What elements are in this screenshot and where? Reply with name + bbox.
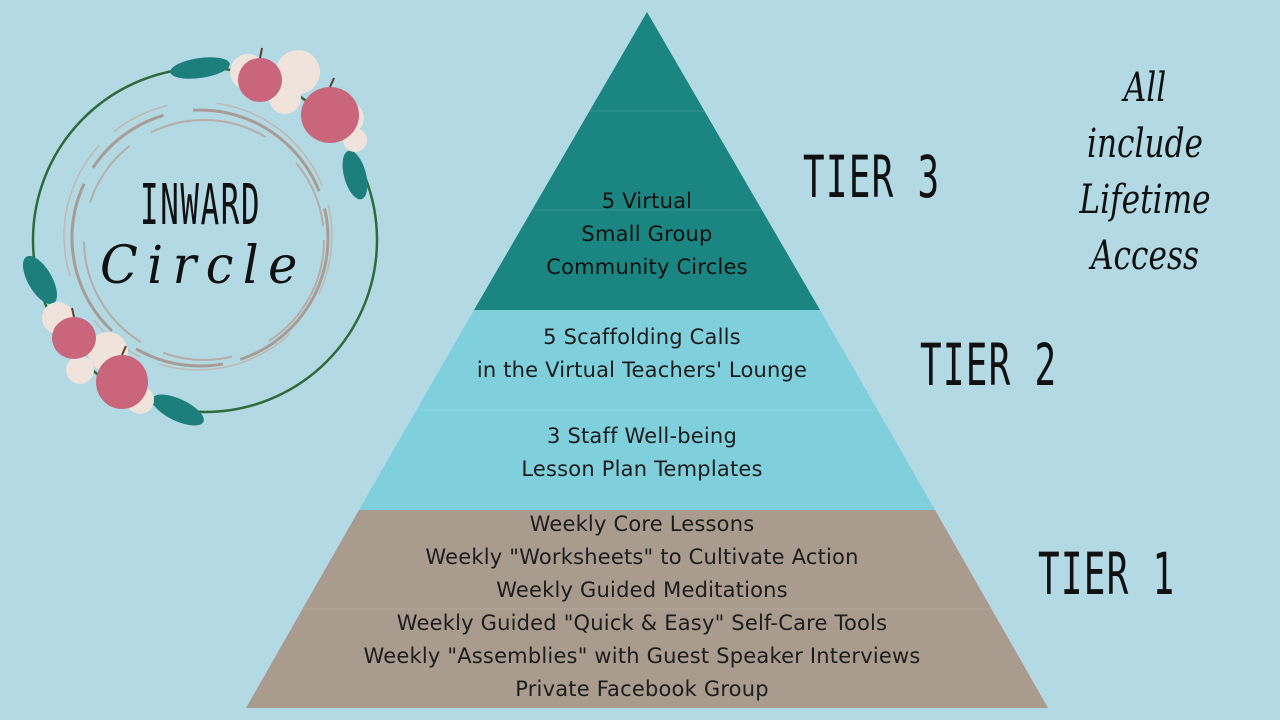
note-line: All include xyxy=(1063,60,1227,172)
tier3-line: Community Circles xyxy=(500,251,794,284)
tier1-label: TIER 1 xyxy=(1038,545,1175,603)
logo-script: Circle xyxy=(100,240,307,292)
tier1-line: Weekly Guided "Quick & Easy" Self-Care T… xyxy=(292,607,992,640)
tier1-line: Private Facebook Group xyxy=(292,673,992,706)
tier1-content: Weekly Core Lessons Weekly "Worksheets" … xyxy=(292,508,992,706)
tier3-label: TIER 3 xyxy=(803,148,940,206)
lifetime-access-note: All include Lifetime Access xyxy=(1063,60,1227,284)
leaf-icon xyxy=(148,388,208,432)
leaf-icon xyxy=(169,54,231,82)
logo-title: INWARD xyxy=(140,178,261,234)
tier1-line: Weekly Core Lessons xyxy=(292,508,992,541)
note-line: Access xyxy=(1063,228,1227,284)
tier2-content-group1: 5 Scaffolding Calls in the Virtual Teach… xyxy=(420,321,864,387)
tier1-line: Weekly "Assemblies" with Guest Speaker I… xyxy=(292,640,992,673)
tier1-line: Weekly "Worksheets" to Cultivate Action xyxy=(292,541,992,574)
tier1-line: Weekly Guided Meditations xyxy=(292,574,992,607)
tier2-line: 5 Scaffolding Calls xyxy=(420,321,864,354)
leaf-icon xyxy=(338,148,372,202)
tier3-line: Small Group xyxy=(500,218,794,251)
tier3-content: 5 Virtual Small Group Community Circles xyxy=(500,185,794,284)
tier2-line: 3 Staff Well-being xyxy=(420,420,864,453)
note-line: Lifetime xyxy=(1063,172,1227,228)
tier3-line: 5 Virtual xyxy=(500,185,794,218)
leaf-icon xyxy=(16,251,64,310)
tier2-content-group2: 3 Staff Well-being Lesson Plan Templates xyxy=(420,420,864,486)
tier2-label: TIER 2 xyxy=(920,336,1057,394)
tier2-line: in the Virtual Teachers' Lounge xyxy=(420,354,864,387)
tier2-line: Lesson Plan Templates xyxy=(420,453,864,486)
